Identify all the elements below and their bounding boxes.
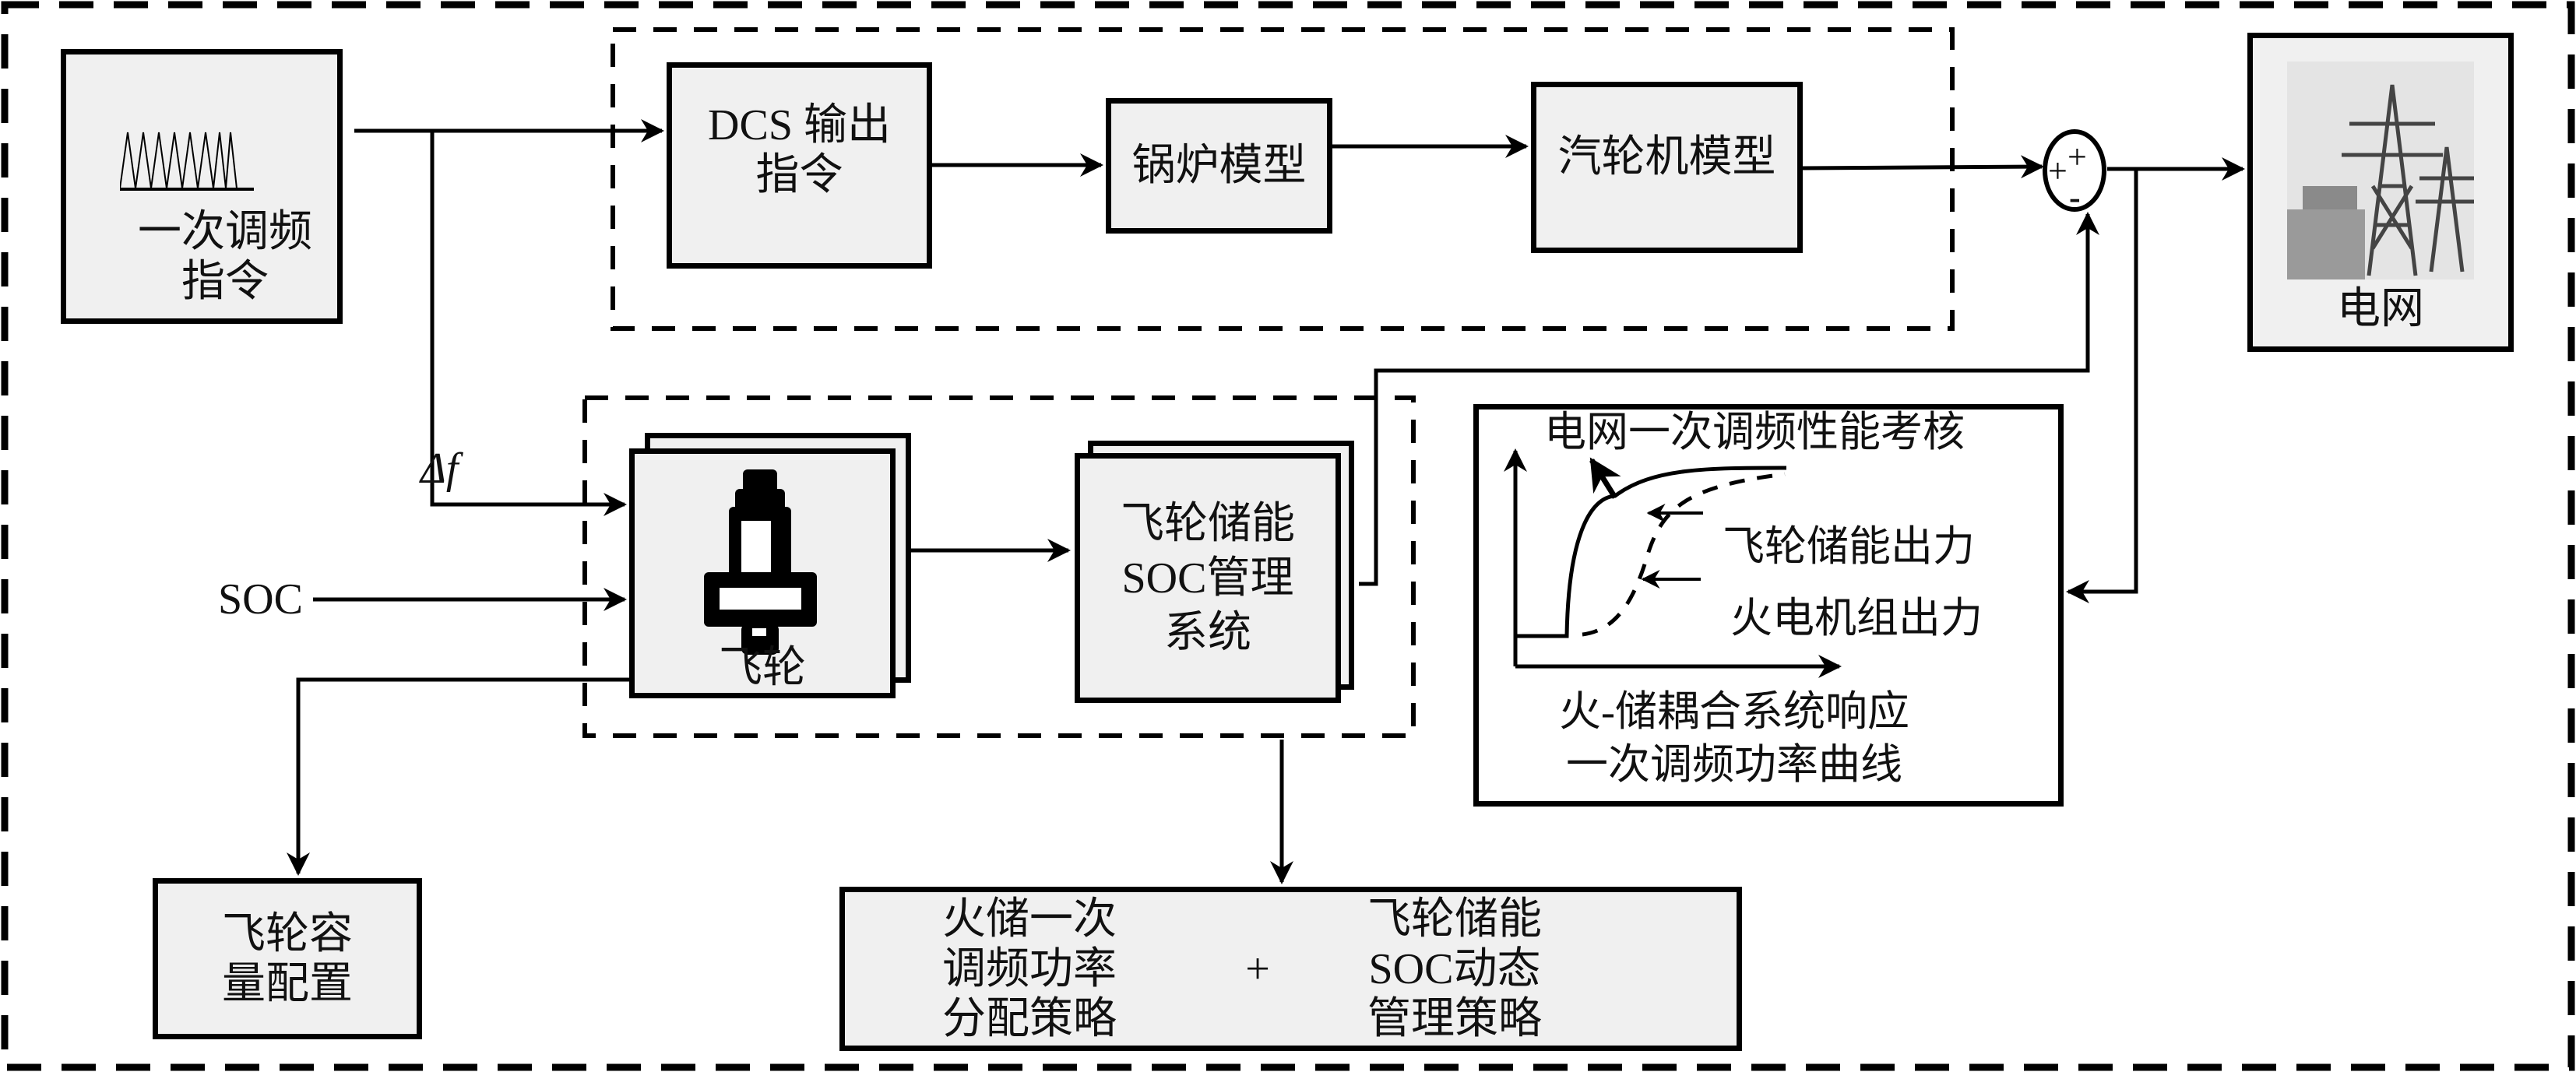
legend-thermal: 火电机组出力 [1730, 595, 1983, 641]
freq-command-box[interactable]: 一次调频 指令 [61, 49, 343, 324]
delta-f-label: Δf [421, 445, 459, 493]
sum-sign-bottom: - [2069, 178, 2081, 216]
flywheel-label: 飞轮 [719, 644, 806, 692]
response-panel[interactable] [1473, 404, 2064, 807]
triangle-wave-icon [120, 132, 254, 191]
turbine-box[interactable]: 汽轮机模型 [1531, 82, 1803, 253]
wire-flywheel-to-capacity [287, 677, 629, 876]
capacity-config-label: 飞轮容 量配置 [222, 909, 353, 1008]
strategy-plus: + [1245, 944, 1270, 993]
plant-group-frame [611, 27, 1955, 331]
strategy-box[interactable]: 火储一次 调频功率 分配策略 + 飞轮储能 SOC动态 管理策略 [839, 887, 1742, 1051]
capacity-config-box[interactable]: 飞轮容 量配置 [153, 878, 422, 1039]
wire-delta-f [430, 131, 627, 516]
dcs-box[interactable]: DCS 输出 指令 [667, 62, 932, 269]
response-caption: 火-储耦合系统响应 一次调频功率曲线 [1559, 688, 1909, 788]
boiler-label: 锅炉模型 [1131, 142, 1307, 190]
strategy-right-label: 飞轮储能 SOC动态 管理策略 [1367, 895, 1542, 1043]
freq-command-label: 一次调频 指令 [138, 208, 312, 306]
flywheel-curve [1582, 472, 1786, 637]
soc-mgmt-box[interactable]: 飞轮储能 SOC管理 系统 [1075, 453, 1341, 703]
legend-flywheel: 飞轮储能出力 [1723, 523, 1975, 570]
turbine-label: 汽轮机模型 [1557, 133, 1776, 181]
soc-input-label: SOC [218, 575, 303, 624]
sum-sign-left: + [2048, 152, 2067, 190]
grid-box[interactable]: 电网 [2247, 33, 2514, 352]
response-chart [1504, 448, 1842, 678]
summing-junction [2043, 129, 2106, 212]
wire-turbine-to-sum [1802, 155, 2044, 179]
storage-group-frame [582, 395, 1416, 738]
sum-sign-top: + [2067, 138, 2087, 176]
soc-mgmt-label: 飞轮储能 SOC管理 系统 [1121, 499, 1295, 657]
assessment-arrow [1589, 457, 1621, 499]
wire-grid-feedback [2066, 169, 2138, 603]
flywheel-icon [704, 469, 817, 655]
dcs-label: DCS 输出 指令 [708, 100, 891, 199]
grid-label: 电网 [2337, 285, 2424, 333]
wire-soc-to-sum [1359, 212, 2099, 586]
response-title: 电网一次调频性能考核 [1544, 409, 1965, 455]
strategy-left-label: 火储一次 调频功率 分配策略 [942, 895, 1117, 1043]
flywheel-box[interactable]: 飞轮 [629, 448, 896, 698]
transmission-tower-icon [2287, 62, 2474, 279]
boiler-box[interactable]: 锅炉模型 [1106, 98, 1332, 234]
